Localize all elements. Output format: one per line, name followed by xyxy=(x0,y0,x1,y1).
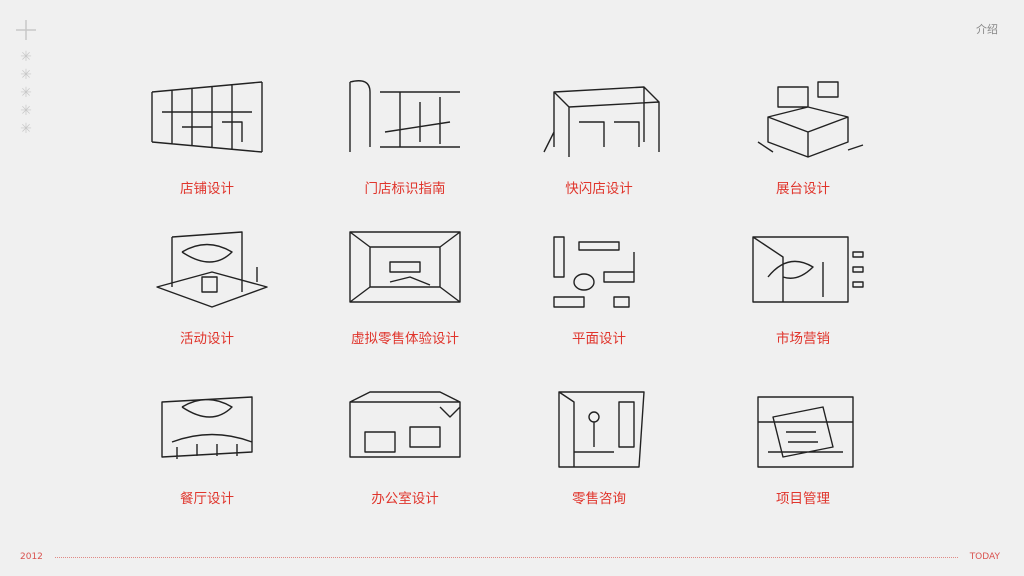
virtual-retail-sketch-icon xyxy=(349,231,461,303)
decorative-stars: ✳ ✳ ✳ ✳ ✳ xyxy=(18,48,34,138)
service-label: 虚拟零售体验设计 xyxy=(351,331,459,347)
asterisk-icon: ✳ xyxy=(20,85,32,101)
timeline-end: TODAY xyxy=(969,552,1000,562)
service-item[interactable]: 店铺设计 xyxy=(117,72,297,197)
graphic-sketch-icon xyxy=(553,236,635,308)
office-sketch-icon xyxy=(349,391,461,458)
service-item[interactable]: 平面设计 xyxy=(509,222,689,347)
service-item[interactable]: 办公室设计 xyxy=(315,382,495,507)
service-label: 零售咨询 xyxy=(572,491,626,507)
popup-store-sketch-icon xyxy=(543,86,660,157)
restaurant-sketch-icon xyxy=(161,396,253,459)
booth-sketch-icon xyxy=(757,81,864,158)
service-item[interactable]: 零售咨询 xyxy=(509,382,689,507)
asterisk-icon: ✳ xyxy=(20,103,32,119)
service-item[interactable]: 餐厅设计 xyxy=(117,382,297,507)
asterisk-icon: ✳ xyxy=(20,49,32,65)
signage-sketch-icon xyxy=(349,80,460,152)
service-item[interactable]: 门店标识指南 xyxy=(315,72,495,197)
service-item[interactable]: 快闪店设计 xyxy=(509,72,689,197)
asterisk-icon: ✳ xyxy=(20,67,32,83)
project-management-sketch-icon xyxy=(757,396,854,468)
service-label: 办公室设计 xyxy=(371,491,439,507)
service-item[interactable]: 虚拟零售体验设计 xyxy=(315,222,495,347)
service-item[interactable]: 活动设计 xyxy=(117,222,297,347)
service-label: 活动设计 xyxy=(180,331,234,347)
timeline: 2012 TODAY xyxy=(20,552,1000,562)
store-sketch-icon xyxy=(151,81,263,153)
service-label: 平面设计 xyxy=(572,331,626,347)
event-sketch-icon xyxy=(156,231,268,308)
service-item[interactable]: 市场营销 xyxy=(713,222,893,347)
service-label: 快闪店设计 xyxy=(565,181,633,197)
service-label: 项目管理 xyxy=(776,491,830,507)
plus-icon xyxy=(16,20,36,40)
timeline-dots xyxy=(54,556,958,558)
service-item[interactable]: 展台设计 xyxy=(713,72,893,197)
service-label: 餐厅设计 xyxy=(180,491,234,507)
intro-link[interactable]: 介绍 xyxy=(976,23,998,36)
retail-consulting-sketch-icon xyxy=(558,391,645,468)
service-label: 店铺设计 xyxy=(180,181,234,197)
timeline-start: 2012 xyxy=(20,552,43,562)
service-label: 展台设计 xyxy=(776,181,830,197)
service-label: 市场营销 xyxy=(776,331,830,347)
marketing-sketch-icon xyxy=(752,236,864,303)
service-item[interactable]: 项目管理 xyxy=(713,382,893,507)
asterisk-icon: ✳ xyxy=(20,121,32,137)
service-label: 门店标识指南 xyxy=(364,181,446,197)
